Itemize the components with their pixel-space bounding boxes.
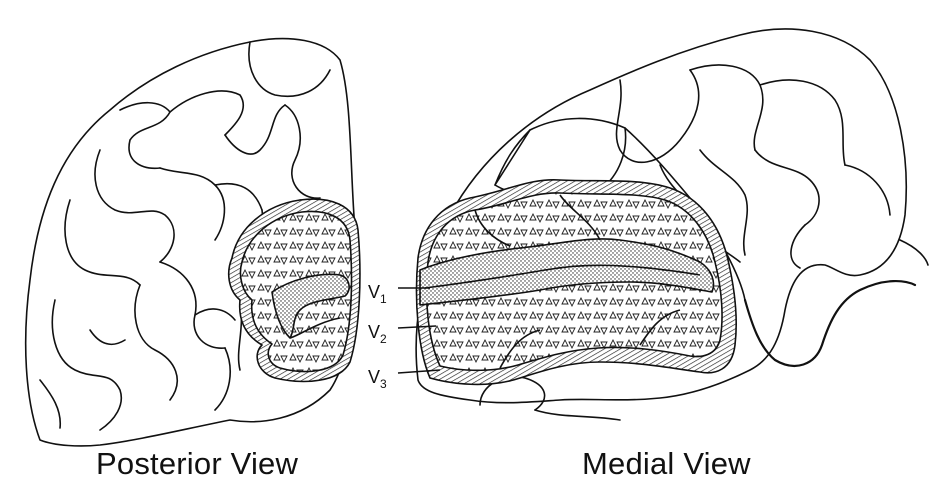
medial-visual-areas — [417, 180, 737, 385]
posterior-visual-areas — [229, 199, 360, 381]
posterior-view-caption: Posterior View — [96, 446, 298, 482]
v3-label: V3 — [368, 367, 387, 391]
v1-label: V1 — [368, 282, 387, 306]
medial-view-caption: Medial View — [582, 446, 751, 482]
v2-label: V2 — [368, 322, 387, 346]
